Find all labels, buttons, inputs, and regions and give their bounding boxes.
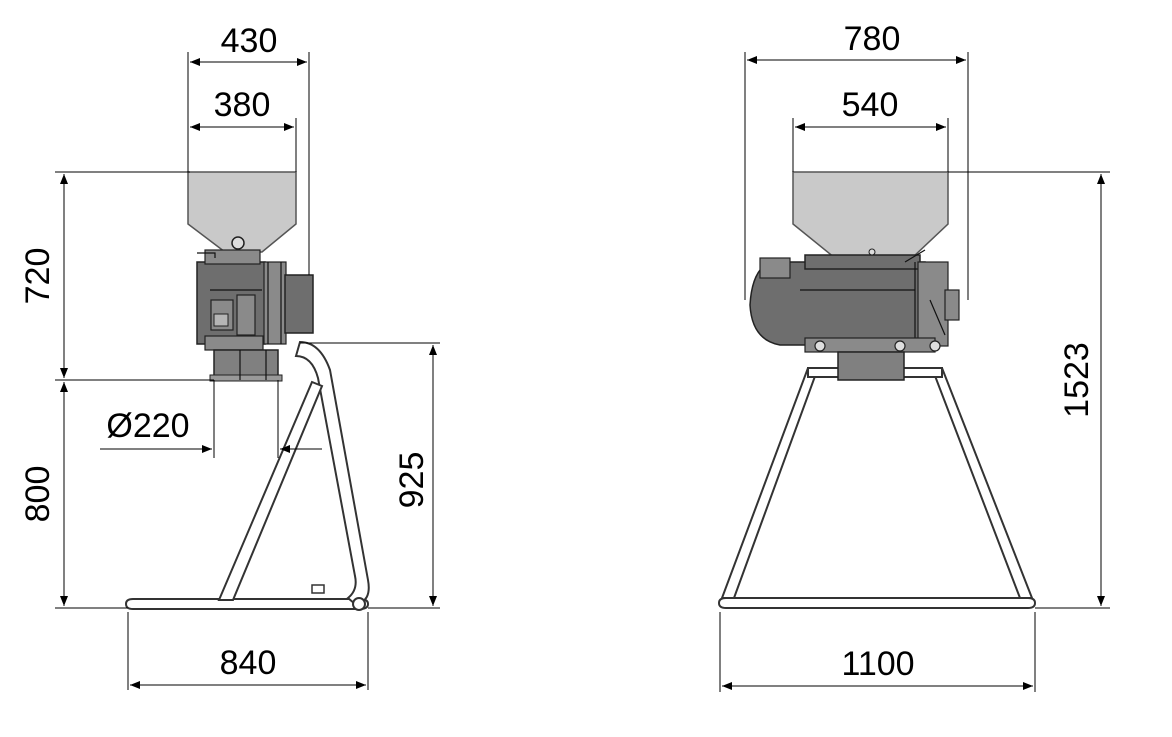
dim-label-430: 430 (221, 22, 278, 60)
front-mill-body (749, 248, 960, 353)
dim-label-720: 720 (19, 248, 57, 305)
dim-label-840: 840 (220, 644, 277, 682)
dim-label-1100: 1100 (841, 645, 914, 683)
dim-label-540: 540 (842, 86, 899, 124)
dim-label-925: 925 (393, 452, 431, 509)
front-stand-frame (717, 367, 1037, 609)
front-dimension-lines (722, 56, 1105, 690)
side-view: 430 380 720 800 Ø220 925 840 (19, 22, 440, 690)
side-stand-frame (124, 340, 370, 611)
front-view: 780 540 1523 1100 (717, 20, 1110, 692)
front-hopper (792, 171, 949, 259)
dim-label-diameter-220: Ø220 (106, 407, 189, 445)
side-outlet-pipe (209, 349, 283, 382)
side-mill-body (196, 236, 314, 351)
dim-label-800: 800 (19, 466, 57, 523)
side-extension-lines (55, 52, 440, 690)
dim-label-1523: 1523 (1058, 342, 1096, 418)
dim-label-780: 780 (844, 20, 901, 58)
front-extension-lines (719, 52, 1110, 692)
side-dimension-lines (60, 58, 437, 689)
dim-label-380: 380 (214, 86, 271, 124)
front-outlet (837, 351, 905, 381)
